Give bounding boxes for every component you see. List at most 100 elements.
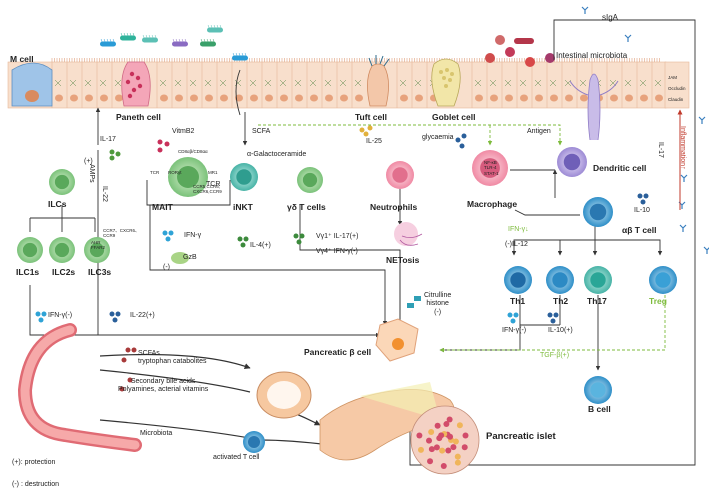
il17-dot	[109, 155, 115, 161]
scfa-label: SCFA	[252, 128, 271, 135]
islet-cell	[427, 458, 434, 465]
tight-junction	[219, 79, 227, 87]
gd-tcell	[297, 167, 323, 193]
paneth-granule	[125, 79, 131, 85]
legend-destruction: (-) : destruction	[12, 481, 60, 488]
mr1-label: MR1	[208, 170, 218, 175]
antigen-label: Antigen	[527, 128, 551, 135]
epithelial-nucleus	[100, 94, 108, 102]
islet-cell	[428, 446, 435, 453]
epithelial-nucleus	[580, 94, 588, 102]
paneth-granule	[131, 87, 137, 93]
paneth-granule	[137, 83, 143, 89]
ifng-mait-dot	[162, 230, 168, 236]
epithelial-nucleus	[115, 94, 123, 102]
ifng-ilc1-label: IFN-γ(-)	[48, 312, 73, 319]
netosis-label: NETosis	[386, 255, 420, 265]
macrophage-cell	[472, 150, 508, 186]
epithelial-nucleus	[295, 94, 303, 102]
goblet-cell-label: Goblet cell	[432, 112, 476, 122]
vg4-label: Vγ4⁺ IFN-γ(-)	[316, 248, 358, 255]
m-cell	[11, 62, 53, 107]
islet-cell	[426, 437, 433, 444]
islet-cell	[434, 422, 441, 429]
epithelial-nucleus	[55, 94, 63, 102]
ilc1s-cell	[17, 237, 43, 263]
il17-dot	[109, 149, 115, 155]
tcr-inkt-label: TCR	[206, 181, 221, 188]
microbe	[545, 53, 555, 63]
il10-top-label: IL-10	[634, 207, 650, 214]
ccr-ilc-label: CCR7、CXCR6、 CCR9	[103, 228, 140, 239]
islet-cell	[450, 444, 457, 451]
siga-antibody	[703, 246, 709, 254]
tight-junction	[84, 79, 92, 87]
activated-tcell-label: activated T cell	[213, 454, 260, 461]
vitmb2-dot	[157, 139, 163, 145]
tight-junction	[279, 79, 287, 87]
bile-acid-dot	[119, 386, 125, 392]
bowel-cross-section	[256, 371, 312, 419]
microbes-in-lumen	[100, 24, 555, 67]
vitmb2-dot	[157, 147, 163, 153]
tight-junction	[519, 79, 527, 87]
ifng-mait-dot	[165, 236, 171, 242]
siga-antibody	[680, 174, 688, 182]
paneth-cell	[121, 61, 151, 107]
inkt-label: iNKT	[233, 202, 253, 212]
th-branch-lines	[439, 169, 663, 370]
pancreatic-beta-cell	[375, 318, 419, 362]
tight-junction	[114, 79, 122, 87]
il10-dot	[643, 193, 649, 199]
neutrophil-cell	[386, 161, 414, 189]
il4-dot	[243, 236, 249, 242]
siga-antibody	[679, 224, 687, 232]
epithelial-nucleus	[250, 94, 258, 102]
tight-junction	[204, 79, 212, 87]
tight-junction	[249, 79, 257, 87]
citrulline-histone-block	[414, 296, 421, 301]
ilcs-cell	[49, 169, 75, 195]
ifng-mait-dot	[168, 230, 174, 236]
vg1-label: Vγ1⁺ IL-17(+)	[316, 233, 359, 240]
bacterium	[207, 24, 223, 33]
dendritic-cell	[557, 147, 587, 177]
th2-label: Th2	[553, 296, 569, 306]
epithelial-nucleus	[655, 94, 663, 102]
ahr-label: AHR FFAR2	[91, 240, 106, 251]
tight-junction	[399, 79, 407, 87]
th17-label: Th17	[587, 296, 607, 306]
epithelial-nucleus	[265, 94, 273, 102]
ilcs-label: ILCs	[48, 199, 67, 209]
citrulline-label: Citrulline histone (-)	[424, 292, 452, 316]
paneth-granule	[135, 75, 141, 81]
epithelial-nucleus	[340, 94, 348, 102]
islet-cell	[428, 428, 435, 435]
epithelial-nucleus	[535, 94, 543, 102]
goblet-granule	[448, 78, 452, 82]
microbe	[525, 57, 535, 67]
gd-tcells-label: γδ T cells	[287, 202, 326, 212]
epithelial-nucleus	[160, 94, 168, 102]
gzb-granule	[171, 252, 189, 264]
th1-cell	[504, 266, 532, 294]
pancreatic-islet	[410, 405, 480, 475]
islet-cell	[433, 444, 440, 451]
tight-junction	[69, 79, 77, 87]
tight-junction	[414, 79, 422, 87]
islet-cell	[461, 444, 468, 451]
ilc2s-cell	[49, 237, 75, 263]
ifng-th1-dot	[510, 318, 516, 324]
paneth-granule	[127, 93, 133, 99]
claudin-label: Claudin	[668, 97, 684, 102]
ilc2s-label: ILC2s	[52, 267, 76, 277]
tight-junction	[579, 79, 587, 87]
bacterium	[172, 38, 188, 47]
ilc3s-cell	[84, 237, 110, 263]
epithelial-nucleus	[610, 94, 618, 102]
islet-cell	[454, 453, 461, 460]
th2-cell	[546, 266, 574, 294]
bacterium	[232, 52, 248, 61]
